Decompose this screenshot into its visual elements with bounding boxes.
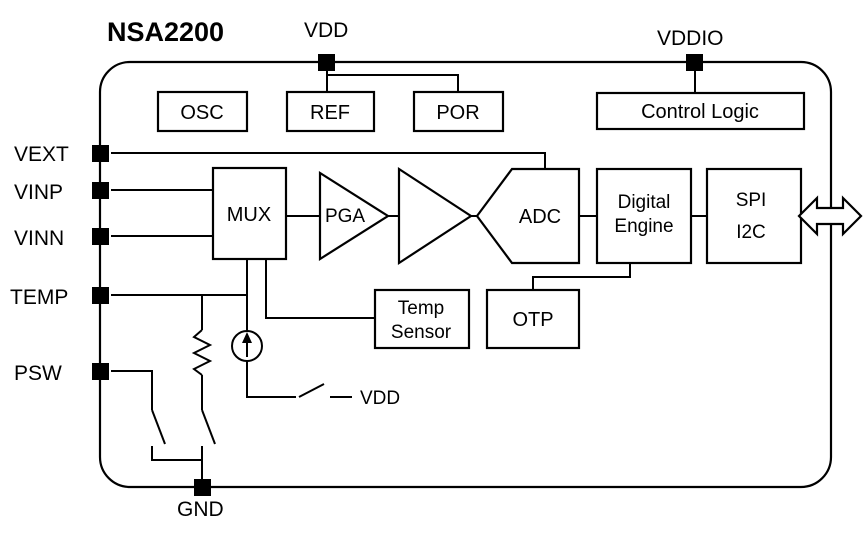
ref-label: REF <box>310 102 350 124</box>
ref-block <box>285 90 376 133</box>
temp-pad <box>92 287 109 304</box>
i2c-label: I2C <box>736 222 766 243</box>
vddio-pad <box>686 54 703 71</box>
psw-wire <box>111 370 153 410</box>
bidirectional-bus-arrow-icon <box>797 195 863 237</box>
osc-label: OSC <box>180 102 223 124</box>
vinn-pin-label: VINN <box>14 227 64 250</box>
pga-label: PGA <box>325 206 365 227</box>
current-source-arrow-head <box>242 332 252 343</box>
vddio-pin-label: VDDIO <box>657 27 724 50</box>
control-logic-label: Control Logic <box>641 101 759 123</box>
vdd-branch-wire <box>327 74 459 92</box>
otp-label: OTP <box>512 309 553 331</box>
gnd-pad <box>194 479 211 496</box>
vext-pin-label: VEXT <box>14 143 69 166</box>
resistor-symbol <box>191 329 213 376</box>
digital-engine-label-line1: Digital <box>618 192 671 213</box>
psw-switch-blade <box>151 409 166 445</box>
serial-interface-block <box>705 167 803 265</box>
digital-engine-block <box>595 167 693 265</box>
gnd-switch-blade <box>201 409 216 445</box>
vdd-pin-label: VDD <box>304 19 348 42</box>
vdd-switch-blade <box>298 383 325 398</box>
por-block <box>412 90 505 133</box>
digital-to-otp-wire <box>532 263 631 290</box>
mux-to-temp-sensor-wire <box>265 259 375 319</box>
por-label: POR <box>436 102 479 124</box>
mux-label: MUX <box>227 204 271 226</box>
vinn-pad <box>92 228 109 245</box>
digital-engine-label-line2: Engine <box>614 216 673 237</box>
temp-pin-label: TEMP <box>10 286 68 309</box>
mux-block <box>211 166 288 261</box>
amplifier-symbol <box>397 166 474 266</box>
vext-pad <box>92 145 109 162</box>
gnd-pin-label: GND <box>177 498 224 521</box>
temp-sensor-label-line2: Sensor <box>391 322 452 343</box>
adc-block <box>475 167 581 265</box>
vdd-pad <box>318 54 335 71</box>
control-logic-block <box>595 91 806 131</box>
spi-label: SPI <box>736 190 767 211</box>
vinp-pin-label: VINP <box>14 181 63 204</box>
vdd-switch-net-label: VDD <box>360 388 400 409</box>
vext-wire <box>111 152 546 169</box>
current-source-bottom-wire <box>246 361 296 398</box>
psw-gnd-wire <box>151 446 202 461</box>
temp-sensor-block <box>373 288 471 350</box>
psw-pin-label: PSW <box>14 362 62 385</box>
otp-block <box>485 288 581 350</box>
vinp-pad <box>92 182 109 199</box>
temp-sensor-label-line1: Temp <box>398 298 444 319</box>
psw-pad <box>92 363 109 380</box>
osc-block <box>156 90 249 133</box>
pga-amplifier-symbol <box>318 171 391 261</box>
chip-title: NSA2200 <box>107 17 224 47</box>
adc-label: ADC <box>519 206 561 228</box>
